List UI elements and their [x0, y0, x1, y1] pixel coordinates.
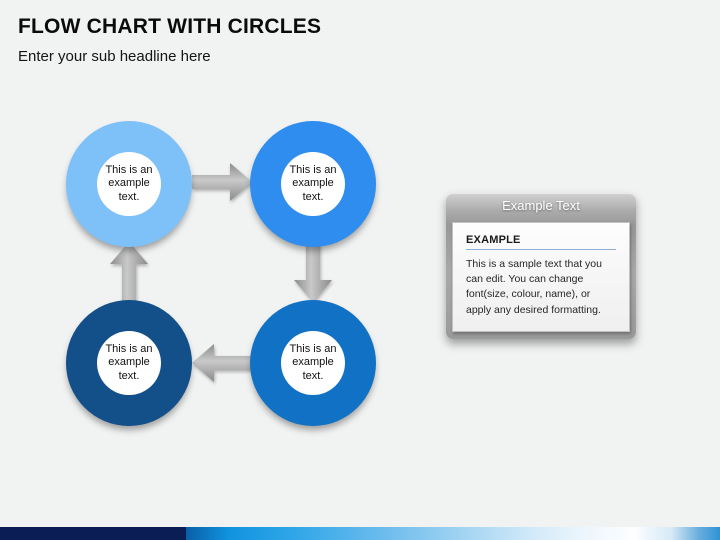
example-heading: EXAMPLE [466, 234, 521, 246]
slide-subtitle: Enter your sub headline here [18, 48, 211, 65]
example-heading-underline [466, 249, 616, 250]
arrow-up-icon [110, 242, 148, 302]
footer-navy-segment [0, 527, 186, 540]
flow-circle-top-left: This is an example text. [66, 121, 192, 247]
flow-circle-bottom-left: This is an example text. [66, 300, 192, 426]
flow-circle-bottom-left-label: This is an example text. [105, 342, 153, 382]
flow-circle-top-right: This is an example text. [250, 121, 376, 247]
flow-circle-top-left-label: This is an example text. [105, 163, 153, 203]
flow-circle-bottom-left-inner: This is an example text. [97, 331, 161, 395]
example-box-panel: EXAMPLE This is a sample text that you c… [452, 222, 630, 332]
flow-circle-bottom-right-inner: This is an example text. [281, 331, 345, 395]
flow-circle-bottom-right-label: This is an example text. [289, 342, 337, 382]
arrow-left-icon [192, 344, 252, 382]
flow-circle-top-right-label: This is an example text. [289, 163, 337, 203]
arrow-down-icon [294, 242, 332, 302]
flow-circle-top-left-inner: This is an example text. [97, 152, 161, 216]
footer-accent-bar [0, 527, 720, 540]
footer-gradient-segment [186, 527, 720, 540]
arrow-right-icon [192, 163, 252, 201]
example-box-header-label: Example Text [502, 197, 580, 213]
example-box-header: Example Text [446, 193, 636, 217]
flow-circle-top-right-inner: This is an example text. [281, 152, 345, 216]
flow-circle-bottom-right: This is an example text. [250, 300, 376, 426]
slide-title: FLOW CHART WITH CIRCLES [18, 15, 322, 38]
example-body-text: This is a sample text that you can edit.… [466, 258, 602, 316]
example-text-box: Example Text EXAMPLE This is a sample te… [446, 193, 636, 339]
